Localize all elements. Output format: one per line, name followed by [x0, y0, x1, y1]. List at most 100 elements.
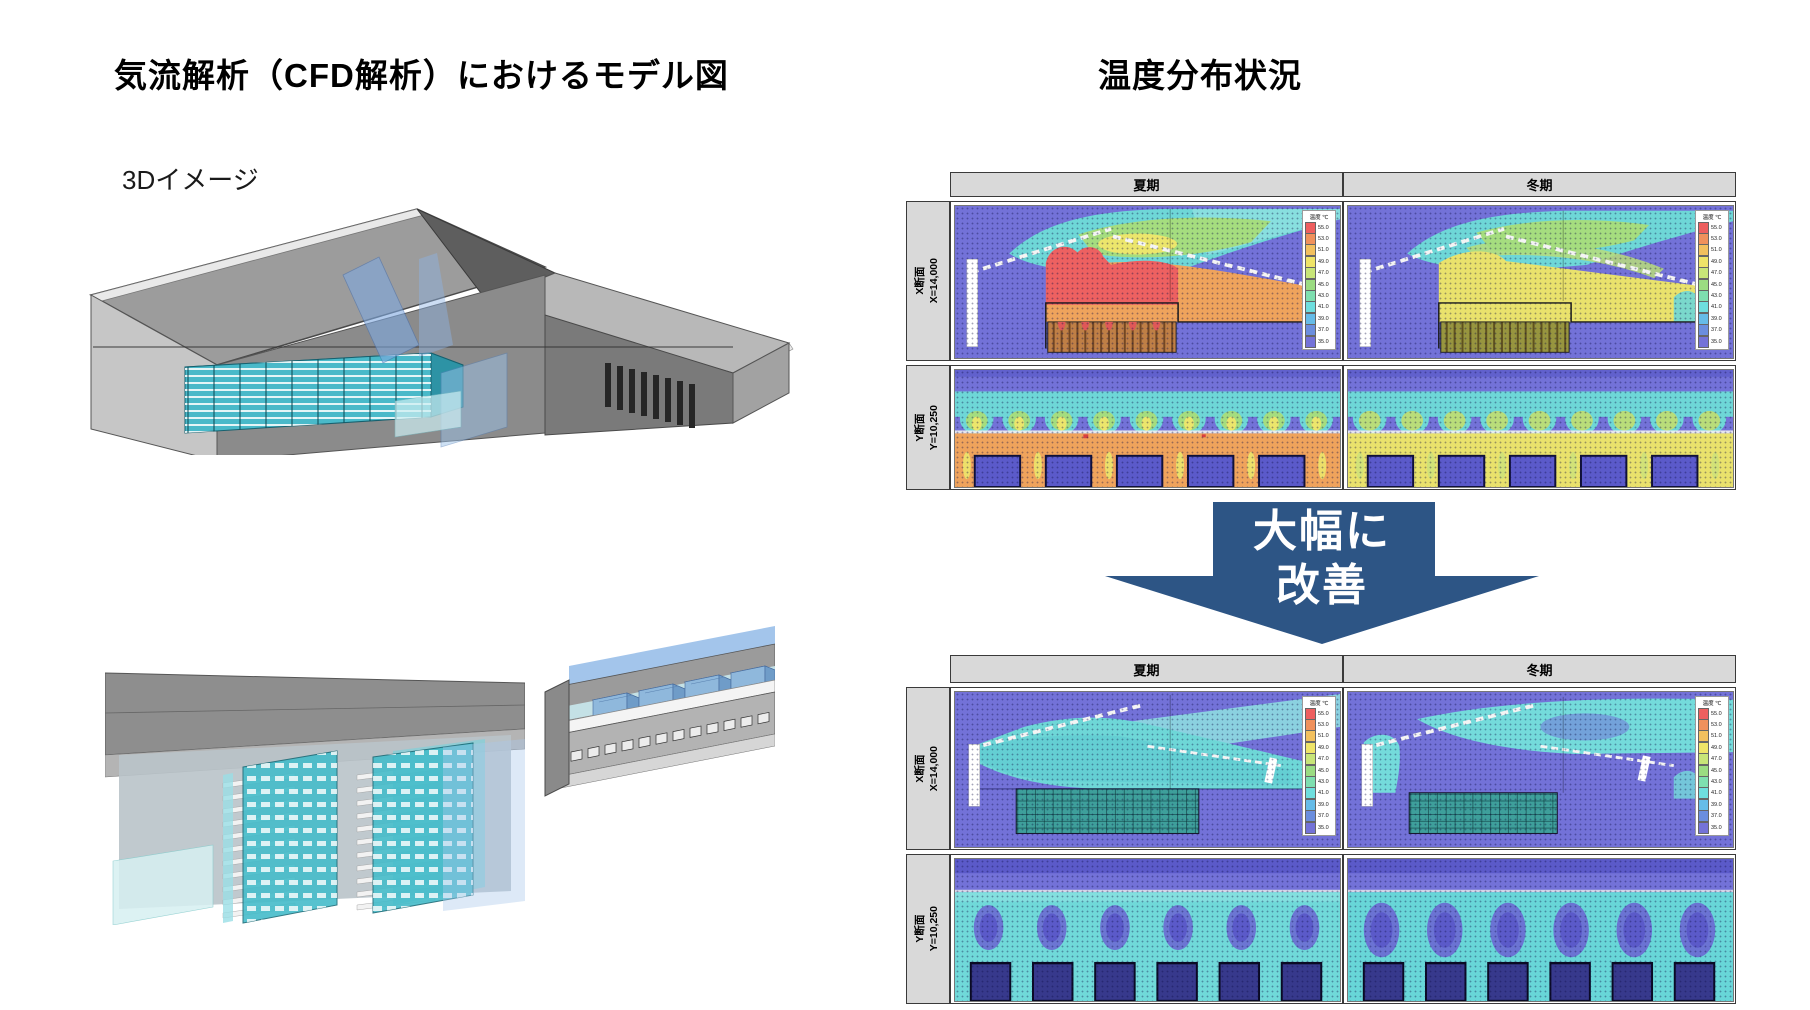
- legend-swatch: [1698, 301, 1709, 314]
- legend-entry: 47.0: [1305, 753, 1333, 766]
- down-arrow-icon: [1105, 502, 1539, 644]
- legend-value: 53.0: [1711, 236, 1722, 243]
- legend-swatch: [1305, 267, 1316, 280]
- col-header-winter: 冬期: [1343, 655, 1736, 683]
- legend-entry: 39.0: [1698, 312, 1726, 325]
- legend-swatch: [1698, 787, 1709, 800]
- right-title: 温度分布状況: [1098, 57, 1302, 94]
- legend-value: 45.0: [1318, 767, 1329, 774]
- legend-entry: 53.0: [1305, 719, 1333, 732]
- legend-value: 37.0: [1318, 327, 1329, 334]
- cfd-map-before-winter-y: [1348, 370, 1733, 487]
- legend-entry: 53.0: [1698, 719, 1726, 732]
- legend-swatch: [1305, 810, 1316, 823]
- legend-value: 41.0: [1711, 790, 1722, 797]
- cooling-box-1: [591, 692, 641, 717]
- legend-value: 39.0: [1711, 801, 1722, 808]
- cfd-map-before-summer-y: [955, 370, 1340, 487]
- legend-swatch: [1698, 267, 1709, 280]
- legend-swatch: [1305, 776, 1316, 789]
- legend-swatch: [1698, 244, 1709, 257]
- legend-value: 41.0: [1711, 304, 1722, 311]
- legend-entry: 49.0: [1305, 255, 1333, 268]
- legend-swatch: [1305, 301, 1316, 314]
- legend-value: 55.0: [1711, 710, 1722, 717]
- legend-entry: 47.0: [1305, 267, 1333, 280]
- cfd-map-after-winter-x: [1348, 692, 1733, 847]
- legend-value: 35.0: [1711, 824, 1722, 831]
- legend-value: 37.0: [1711, 327, 1722, 334]
- legend-entry: 47.0: [1698, 753, 1726, 766]
- legend-swatch: [1305, 719, 1316, 732]
- legend-entry: 37.0: [1305, 324, 1333, 337]
- legend-entry: 37.0: [1698, 324, 1726, 337]
- legend-value: 49.0: [1711, 258, 1722, 265]
- legend-swatch: [1698, 741, 1709, 754]
- legend-entry: 35.0: [1698, 335, 1726, 348]
- legend-value: 35.0: [1318, 824, 1329, 831]
- legend-swatch: [1305, 278, 1316, 291]
- cfd-map-before-winter-x: [1348, 206, 1733, 358]
- improvement-arrow: 大幅に 改善: [1105, 502, 1539, 644]
- legend-value: 55.0: [1711, 224, 1722, 231]
- legend-value: 43.0: [1318, 293, 1329, 300]
- legend-swatch: [1305, 312, 1316, 325]
- legend-swatch: [1698, 821, 1709, 834]
- legend-value: 39.0: [1318, 801, 1329, 808]
- legend-value: 43.0: [1318, 779, 1329, 786]
- legend-entry: 55.0: [1305, 707, 1333, 720]
- interior-rack-3d-model: [105, 672, 525, 925]
- legend-value: 45.0: [1711, 281, 1722, 288]
- cfd-panel-before-summer-y: [950, 365, 1343, 490]
- cfd-panel-after-summer-y: [950, 854, 1343, 1004]
- legend-swatch: [1698, 798, 1709, 811]
- legend-value: 47.0: [1318, 756, 1329, 763]
- legend-value: 41.0: [1318, 790, 1329, 797]
- legend-swatch: [1698, 776, 1709, 789]
- legend-swatch: [1305, 244, 1316, 257]
- legend-value: 45.0: [1711, 767, 1722, 774]
- legend-swatch: [1305, 764, 1316, 777]
- cfd-map-after-summer-y: [955, 859, 1340, 1001]
- legend-swatch: [1698, 810, 1709, 823]
- legend-value: 51.0: [1318, 247, 1329, 254]
- legend-entry: 45.0: [1698, 278, 1726, 291]
- legend-value: 35.0: [1318, 338, 1329, 345]
- legend-swatch: [1305, 730, 1316, 743]
- legend-entry: 55.0: [1305, 221, 1333, 234]
- cfd-panel-after-winter-y: [1343, 854, 1736, 1004]
- legend-swatch: [1698, 312, 1709, 325]
- legend-entry: 49.0: [1305, 741, 1333, 754]
- vent-holes: [570, 711, 770, 762]
- legend-value: 39.0: [1318, 315, 1329, 322]
- legend-swatch: [1698, 719, 1709, 732]
- legend-swatch: [1698, 290, 1709, 303]
- legend-swatch: [1698, 324, 1709, 337]
- figure-corner: [906, 655, 950, 683]
- legend-swatch: [1305, 233, 1316, 246]
- legend-value: 53.0: [1318, 236, 1329, 243]
- legend-value: 41.0: [1318, 304, 1329, 311]
- legend-value: 53.0: [1711, 722, 1722, 729]
- legend-value: 49.0: [1318, 258, 1329, 265]
- legend-entry: 41.0: [1698, 301, 1726, 314]
- legend-value: 49.0: [1711, 744, 1722, 751]
- legend-value: 55.0: [1318, 224, 1329, 231]
- legend-entry: 41.0: [1698, 787, 1726, 800]
- cfd-map-before-summer-x: [955, 206, 1340, 358]
- legend-entry: 45.0: [1305, 278, 1333, 291]
- arrow-label-line2: 改善: [1276, 561, 1368, 610]
- legend-swatch: [1698, 221, 1709, 234]
- legend-value: 47.0: [1711, 756, 1722, 763]
